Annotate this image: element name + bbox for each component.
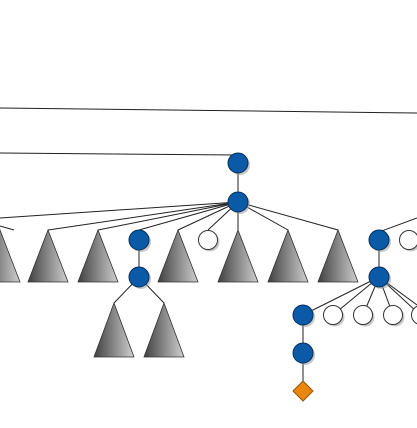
target-diamond bbox=[292, 380, 314, 402]
tree-edge bbox=[302, 276, 380, 316]
subtree-triangle bbox=[157, 228, 199, 283]
internal-node bbox=[368, 229, 390, 251]
leaf-node bbox=[323, 305, 343, 325]
subtree-triangle bbox=[27, 228, 69, 283]
tree-edge bbox=[177, 201, 239, 231]
subtree-triangle bbox=[317, 228, 359, 283]
tree-edge bbox=[97, 201, 239, 231]
tree-edge bbox=[0, 152, 239, 163]
leaf-node bbox=[353, 305, 373, 325]
leaf-node bbox=[411, 305, 417, 325]
tree-edge bbox=[378, 217, 417, 233]
tree-edge bbox=[138, 201, 239, 231]
tree-edge bbox=[0, 225, 15, 231]
internal-node bbox=[368, 266, 390, 288]
subtree-triangle bbox=[93, 301, 135, 358]
internal-node bbox=[128, 229, 150, 251]
subtree-triangle bbox=[0, 228, 21, 283]
tree-edge bbox=[0, 201, 239, 219]
tree-edge bbox=[0, 107, 417, 114]
internal-node bbox=[227, 152, 249, 174]
subtree-triangle bbox=[267, 228, 309, 283]
leaf-node bbox=[399, 230, 417, 250]
internal-node bbox=[227, 191, 249, 213]
internal-node bbox=[292, 342, 314, 364]
tree-edge bbox=[47, 201, 239, 231]
internal-node bbox=[128, 266, 150, 288]
leaf-node bbox=[198, 230, 218, 250]
internal-node bbox=[292, 304, 314, 326]
subtree-triangle bbox=[143, 301, 185, 358]
tree-edge bbox=[237, 201, 339, 231]
subtree-triangle bbox=[77, 228, 119, 283]
subtree-triangle bbox=[217, 228, 259, 283]
leaf-node bbox=[383, 305, 403, 325]
tree-nodes bbox=[0, 152, 417, 402]
